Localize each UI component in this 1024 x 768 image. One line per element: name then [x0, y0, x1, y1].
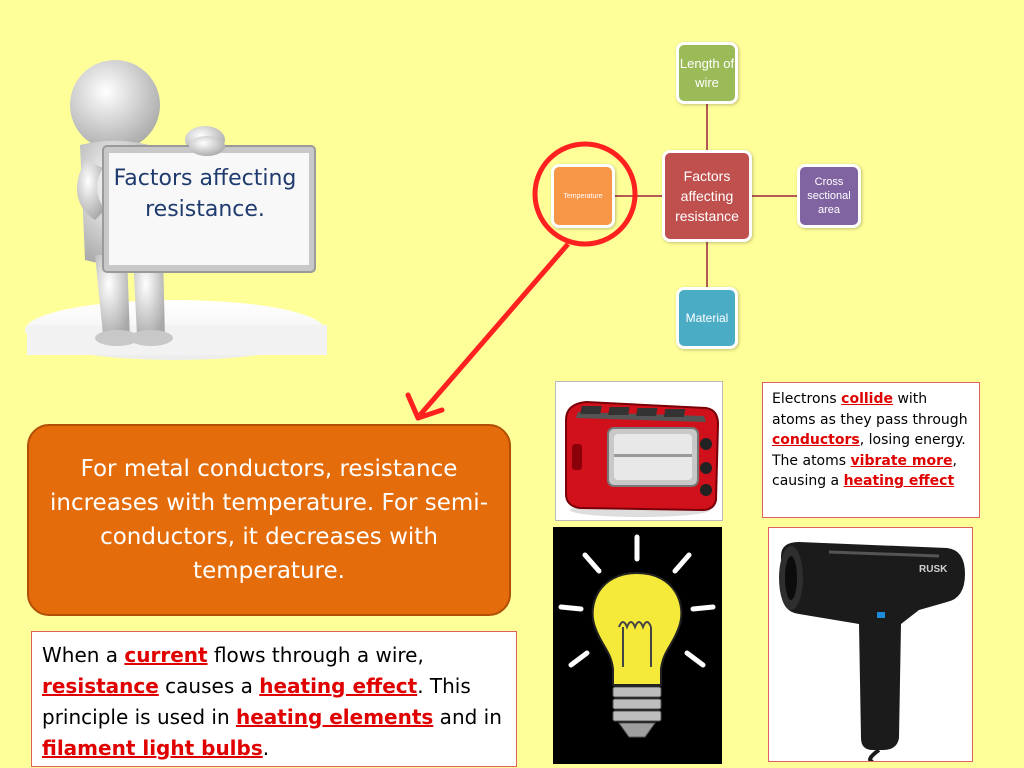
figure-with-sign [25, 50, 335, 360]
mindmap-temperature-node: Temperature [551, 164, 615, 228]
text-fragment: . [262, 736, 270, 760]
keyword-heating-effect: heating effect [843, 473, 955, 489]
text-fragment: When a [42, 643, 125, 667]
mindmap-length-label: Length of wire [679, 56, 735, 90]
keyword-resistance: resistance [42, 674, 159, 698]
keyword-collide: collide [841, 391, 894, 407]
temperature-highlight-circle [532, 141, 638, 247]
keyword-conductors: conductors [772, 432, 860, 448]
heating-effect-textbox: When a current flows through a wire, res… [31, 631, 517, 767]
light-bulb-image [553, 527, 722, 764]
text-fragment: , causing a [772, 452, 957, 490]
text-fragment: and in [433, 705, 502, 729]
sign-text: Factors affecting resistance. [113, 166, 297, 222]
mindmap-center-label: Factors affecting resistance [675, 168, 739, 224]
person-figure-illustration [25, 60, 327, 360]
text-fragment: with atoms as they pass through [772, 391, 968, 428]
text-fragment: . This principle is used in [42, 674, 471, 729]
keyword-heating-effect: heating effect [259, 674, 418, 698]
electrons-explanation-textbox: Electrons collide with atoms as they pas… [762, 382, 980, 518]
mindmap-cross-section-node: Cross sectional area [797, 164, 861, 228]
dryer-brand-label: RUSK [919, 564, 948, 575]
mindmap-length-node: Length of wire [676, 42, 738, 104]
mindmap-cross-section-label: Cross sectional area [807, 176, 851, 216]
keyword-filament-light-bulbs: filament light bulbs [42, 736, 263, 760]
mindmap-temperature-label: Temperature [563, 192, 603, 200]
temperature-arrow-head [405, 392, 445, 421]
temperature-arrow [418, 242, 570, 417]
text-fragment: causes a [158, 674, 260, 698]
temperature-explanation-text: For metal conductors, resistance increas… [49, 456, 488, 584]
mindmap-material-label: Material [685, 311, 729, 325]
keyword-heating-elements: heating elements [236, 705, 434, 729]
toaster-image [555, 381, 723, 521]
temperature-explanation-box: For metal conductors, resistance increas… [27, 424, 511, 616]
mindmap-center-node: Factors affecting resistance [662, 150, 752, 242]
toaster-icon [565, 400, 720, 517]
text-fragment: flows through a wire, [207, 643, 424, 667]
text-fragment: , losing energy. The atoms [772, 432, 966, 469]
text-fragment: Electrons [772, 391, 842, 407]
keyword-current: current [124, 643, 208, 667]
hair-dryer-icon: RUSK [779, 542, 965, 761]
hair-dryer-image: RUSK [768, 527, 973, 762]
light-bulb-icon [558, 534, 716, 738]
keyword-vibrate-more: vibrate more [850, 452, 953, 469]
mindmap-material-node: Material [676, 287, 738, 349]
